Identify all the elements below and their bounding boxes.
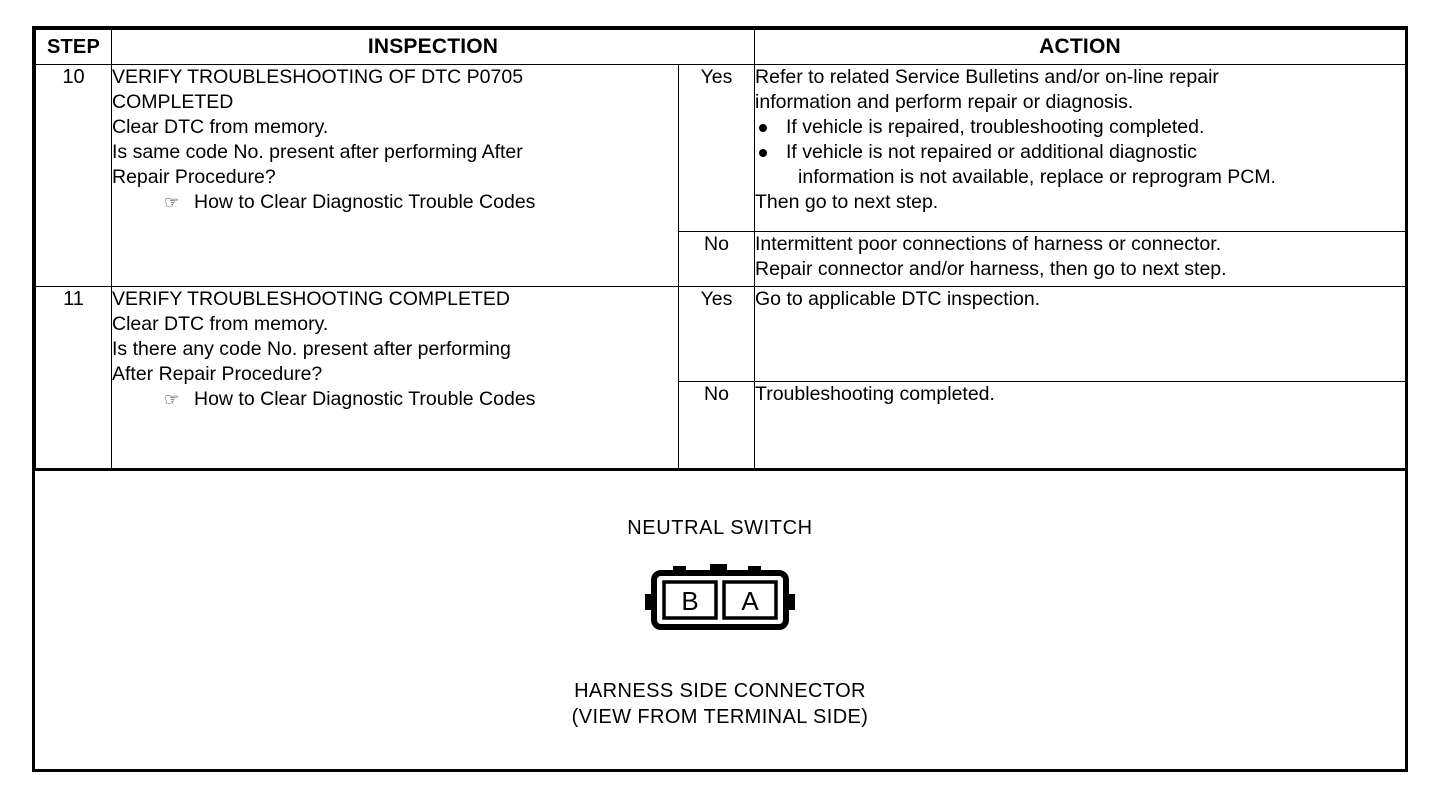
action-bullet-list: If vehicle is repaired, troubleshooting … <box>755 115 1405 190</box>
action-line1: Refer to related Service Bulletins and/o… <box>755 66 1219 88</box>
inspection-reference-label: How to Clear Diagnostic Trouble Codes <box>194 191 536 213</box>
pointing-hand-icon: ☞ <box>164 390 180 409</box>
action-line1: Troubleshooting completed. <box>755 383 995 405</box>
bullet-text-line1: If vehicle is repaired, troubleshooting … <box>786 116 1205 138</box>
service-manual-page: STEP INSPECTION ACTION 10 VERIFY TROUBLE… <box>32 26 1408 772</box>
answer-label-yes-11: Yes <box>677 286 756 382</box>
inspection-cell-10: VERIFY TROUBLESHOOTING OF DTC P0705 COMP… <box>111 64 679 287</box>
step-number-10: 10 <box>35 64 112 287</box>
step-number-11: 11 <box>35 286 112 469</box>
inspection-body-line1: Clear DTC from memory. <box>112 116 329 138</box>
table-row: 11 VERIFY TROUBLESHOOTING COMPLETED Clea… <box>35 286 1407 469</box>
pointing-hand-icon: ☞ <box>164 193 180 212</box>
inspection-reference-10[interactable]: ☞ How to Clear Diagnostic Trouble Codes <box>112 190 678 215</box>
answer-label-yes-10: Yes <box>677 64 756 232</box>
diagram-caption-line1: HARNESS SIDE CONNECTOR <box>574 680 866 702</box>
action-cell-11-yes: Go to applicable DTC inspection. <box>754 286 1407 382</box>
answer-label-no-10: No <box>677 231 756 287</box>
bullet-dot-icon <box>759 124 768 132</box>
diagram-caption: HARNESS SIDE CONNECTOR (VIEW FROM TERMIN… <box>35 678 1405 730</box>
inspection-reference-11[interactable]: ☞ How to Clear Diagnostic Trouble Codes <box>112 387 678 412</box>
connector-diagram-panel: NEUTRAL SWITCH B A HARNESS SIDE CONNECT <box>35 469 1405 738</box>
column-header-step: STEP <box>35 29 112 65</box>
list-item: If vehicle is repaired, troubleshooting … <box>755 115 1405 140</box>
cavity-label-a: A <box>741 586 759 616</box>
bullet-text-line2: information is not available, replace or… <box>798 166 1276 188</box>
column-header-action: ACTION <box>754 29 1407 65</box>
inspection-reference-label: How to Clear Diagnostic Trouble Codes <box>194 388 536 410</box>
table-row: No Troubleshooting completed. <box>36 381 1407 469</box>
action-line2: Repair connector and/or harness, then go… <box>755 258 1227 280</box>
diagram-title: NEUTRAL SWITCH <box>627 517 813 539</box>
action-line1: Intermittent poor connections of harness… <box>755 233 1222 255</box>
list-item: If vehicle is not repaired or additional… <box>755 140 1405 190</box>
inspection-cell-11: VERIFY TROUBLESHOOTING COMPLETED Clear D… <box>111 286 679 469</box>
column-header-inspection: INSPECTION <box>110 29 756 65</box>
harness-side-connector-icon: B A <box>645 564 795 630</box>
inspection-body-line2: Is there any code No. present after perf… <box>112 338 511 360</box>
inspection-title-line1: VERIFY TROUBLESHOOTING OF DTC P0705 <box>112 66 524 88</box>
inspection-body-line3: After Repair Procedure? <box>112 363 323 385</box>
action-cell-10-no: Intermittent poor connections of harness… <box>754 231 1407 287</box>
troubleshooting-table: STEP INSPECTION ACTION 10 VERIFY TROUBLE… <box>35 29 1407 469</box>
action-line1: Go to applicable DTC inspection. <box>755 288 1041 310</box>
bullet-dot-icon <box>759 149 768 157</box>
inspection-title-line2: COMPLETED <box>112 91 234 113</box>
table-row: No Intermittent poor connections of harn… <box>36 231 1407 287</box>
action-cell-10-yes: Refer to related Service Bulletins and/o… <box>754 64 1407 232</box>
bullet-text-line1: If vehicle is not repaired or additional… <box>786 141 1197 163</box>
inspection-body-line3: Repair Procedure? <box>112 166 276 188</box>
diagram-caption-line2: (VIEW FROM TERMINAL SIDE) <box>571 706 869 728</box>
action-line3: Then go to next step. <box>755 191 939 213</box>
table-header-row: STEP INSPECTION ACTION <box>35 29 1407 65</box>
inspection-title-line1: VERIFY TROUBLESHOOTING COMPLETED <box>112 288 511 310</box>
connector-illustration: B A <box>35 564 1405 636</box>
inspection-body-line2: Is same code No. present after performin… <box>112 141 523 163</box>
action-line2: information and perform repair or diagno… <box>755 91 1134 113</box>
cavity-label-b: B <box>681 586 698 616</box>
inspection-body-line1: Clear DTC from memory. <box>112 313 329 335</box>
action-cell-11-no: Troubleshooting completed. <box>754 381 1407 469</box>
answer-label-no-11: No <box>677 381 756 469</box>
table-row: 10 VERIFY TROUBLESHOOTING OF DTC P0705 C… <box>35 64 1407 287</box>
